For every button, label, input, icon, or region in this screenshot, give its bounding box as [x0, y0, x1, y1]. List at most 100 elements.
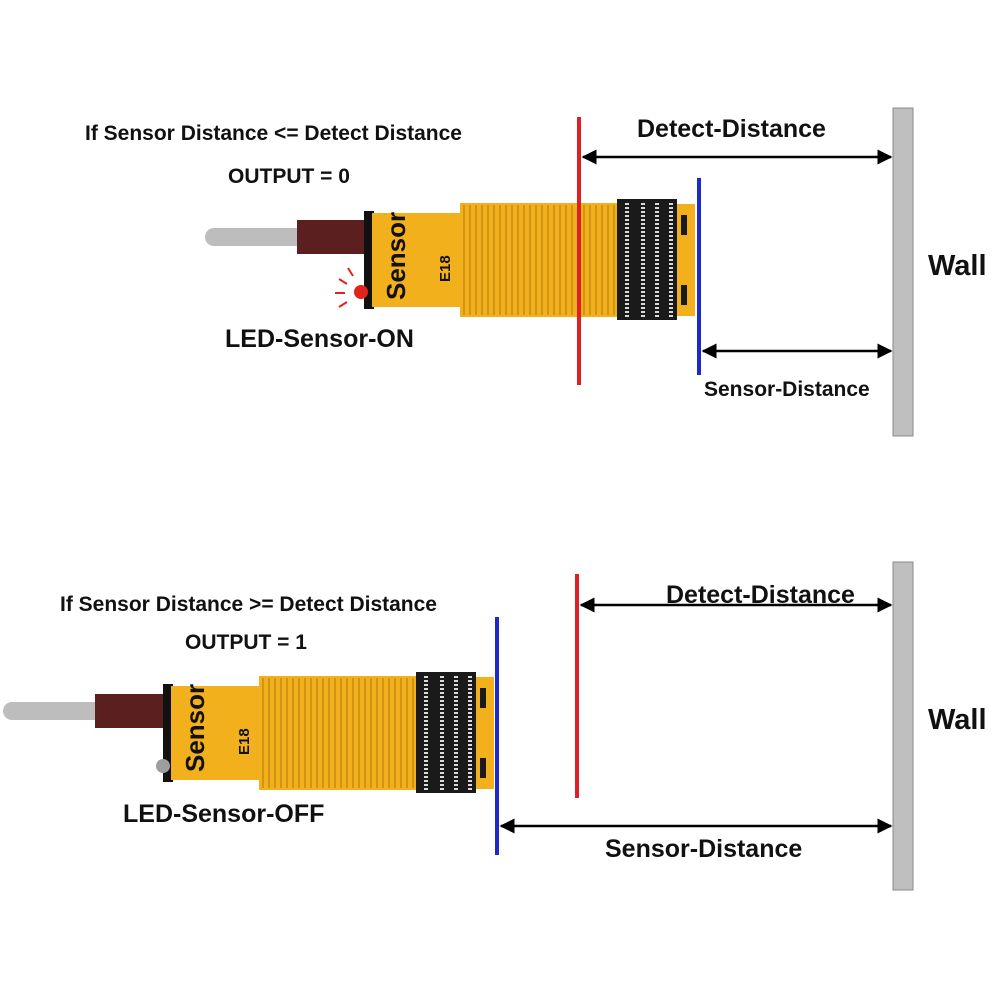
nut-tooth — [641, 251, 645, 253]
wall-label: Wall — [928, 704, 987, 736]
sensor-body — [372, 213, 462, 307]
nut-tooth — [454, 688, 458, 690]
nut-tooth — [655, 251, 659, 253]
nut-tooth — [440, 772, 444, 774]
nut-tooth — [454, 684, 458, 686]
nut-tooth — [424, 712, 428, 714]
nut-tooth — [454, 764, 458, 766]
nut-tooth — [669, 303, 673, 305]
nut-tooth — [625, 287, 629, 289]
nut-tooth — [641, 243, 645, 245]
sensor-cable — [95, 694, 167, 728]
condition-text: If Sensor Distance <= Detect Distance — [85, 122, 462, 145]
nut-tooth — [625, 219, 629, 221]
nut-tooth — [424, 744, 428, 746]
nut-tooth — [424, 784, 428, 786]
nut-tooth — [655, 231, 659, 233]
nut-tooth — [669, 255, 673, 257]
sensor-body — [171, 686, 261, 780]
nut-tooth — [454, 696, 458, 698]
nut-tooth — [655, 303, 659, 305]
nut-tooth — [440, 768, 444, 770]
nut-tooth — [669, 299, 673, 301]
nut-tooth — [454, 676, 458, 678]
nut-tooth — [669, 287, 673, 289]
nut-tooth — [655, 299, 659, 301]
nut-tooth — [669, 247, 673, 249]
nut-tooth — [669, 295, 673, 297]
nut-tooth — [468, 776, 472, 778]
nut-tooth — [625, 267, 629, 269]
nut-tooth — [641, 215, 645, 217]
nut-tooth — [468, 788, 472, 790]
nut-tooth — [669, 215, 673, 217]
nut-tooth — [655, 255, 659, 257]
nut-tooth — [655, 307, 659, 309]
nut-tooth — [454, 720, 458, 722]
nut-tooth — [424, 680, 428, 682]
nut-tooth — [641, 271, 645, 273]
nut-tooth — [424, 728, 428, 730]
nut-tooth — [468, 684, 472, 686]
nut-tooth — [625, 211, 629, 213]
nut-tooth — [655, 279, 659, 281]
nut-tooth — [655, 295, 659, 297]
nut-tooth — [440, 676, 444, 678]
nut-tooth — [440, 764, 444, 766]
nut-tooth — [625, 271, 629, 273]
model-label: E18 — [437, 255, 454, 282]
nut-tooth — [468, 744, 472, 746]
wall-icon — [892, 561, 914, 891]
nut-tooth — [454, 732, 458, 734]
nut-tooth — [424, 740, 428, 742]
nut-tooth — [454, 768, 458, 770]
nut-tooth — [641, 207, 645, 209]
nut-tooth — [454, 748, 458, 750]
nut-tooth — [669, 307, 673, 309]
nut-tooth — [454, 724, 458, 726]
nut-tooth — [669, 283, 673, 285]
nut-tooth — [424, 760, 428, 762]
nut-tooth — [655, 263, 659, 265]
nut-tooth — [468, 676, 472, 678]
nut-tooth — [440, 788, 444, 790]
nut-tooth — [625, 207, 629, 209]
nut-tooth — [655, 283, 659, 285]
nut-tooth — [669, 251, 673, 253]
nut-tooth — [669, 279, 673, 281]
nut-tooth — [625, 235, 629, 237]
nut-tooth — [625, 259, 629, 261]
nut-tooth — [468, 732, 472, 734]
nut-tooth — [625, 251, 629, 253]
nut-tooth — [424, 768, 428, 770]
nut-tooth — [468, 764, 472, 766]
nut-tooth — [669, 227, 673, 229]
nut-tooth — [454, 704, 458, 706]
nut-tooth — [468, 716, 472, 718]
nut-tooth — [454, 708, 458, 710]
nut-tooth — [641, 315, 645, 317]
nut-tooth — [440, 700, 444, 702]
nut-tooth — [641, 247, 645, 249]
nut-tooth — [468, 688, 472, 690]
nut-tooth — [625, 283, 629, 285]
nut-tooth — [424, 780, 428, 782]
nut-tooth — [625, 239, 629, 241]
nut-tooth — [454, 744, 458, 746]
nut-tooth — [625, 227, 629, 229]
nut-tooth — [424, 720, 428, 722]
lens-window — [681, 285, 687, 305]
nut-tooth — [440, 752, 444, 754]
nut-tooth — [454, 780, 458, 782]
nut-tooth — [641, 259, 645, 261]
nut-tooth — [669, 219, 673, 221]
nut-tooth — [424, 704, 428, 706]
nut-tooth — [641, 267, 645, 269]
nut-tooth — [440, 724, 444, 726]
nut-tooth — [424, 736, 428, 738]
nut-tooth — [655, 275, 659, 277]
nut-tooth — [625, 291, 629, 293]
nut-tooth — [641, 227, 645, 229]
nut-tooth — [454, 752, 458, 754]
